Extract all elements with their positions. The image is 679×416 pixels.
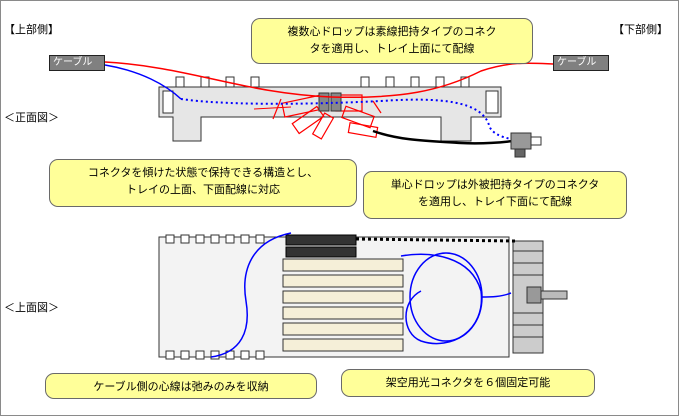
callout-multi-core-line2: タを適用し、トレイ上面にて配線: [309, 42, 475, 55]
cable-tag-left: ケーブル: [49, 55, 105, 71]
callout-multi-core-drop: 複数心ドロップは素線把持タイプのコネク タを適用し、トレイ上面にて配線: [251, 18, 533, 64]
lower-side-label: 【下部側】: [613, 23, 668, 36]
multi-core-red-fiber: [104, 61, 554, 99]
upper-side-label: 【上部側】: [4, 23, 59, 36]
cable-side-blue-fiber: [104, 64, 182, 100]
callout-single-core-line2: を適用し、トレイ下面にて配線: [418, 195, 572, 208]
callout-tilted-connector: コネクタを傾けた状態で保持できる構造とし、 トレイの上面、下面配線に対応: [49, 159, 357, 207]
callout-tilted-line1: コネクタを傾けた状態で保持できる構造とし、: [87, 166, 319, 179]
front-view-tray: [158, 76, 502, 142]
callout-multi-core-line1: 複数心ドロップは素線把持タイプのコネク: [287, 25, 497, 38]
front-view-label: ＜正面図＞: [4, 111, 59, 124]
single-drop-black-cable: [372, 129, 514, 145]
callout-single-core-line1: 単心ドロップは外被把持タイプのコネクタ: [390, 178, 600, 191]
callout-aerial-connector: 架空用光コネクタを６個固定可能: [341, 369, 595, 397]
callout-single-core-drop: 単心ドロップは外被把持タイプのコネクタ を適用し、トレイ下面にて配線: [363, 171, 627, 219]
callout-cable-side-slack: ケーブル側の心線は弛みのみを収納: [45, 373, 317, 399]
front-right-connector: [510, 132, 542, 158]
top-view-tray: [158, 234, 568, 360]
cable-tag-right: ケーブル: [553, 55, 609, 71]
top-view-label: ＜上面図＞: [4, 301, 59, 314]
callout-tilted-line2: トレイの上面、下面配線に対応: [126, 183, 280, 196]
